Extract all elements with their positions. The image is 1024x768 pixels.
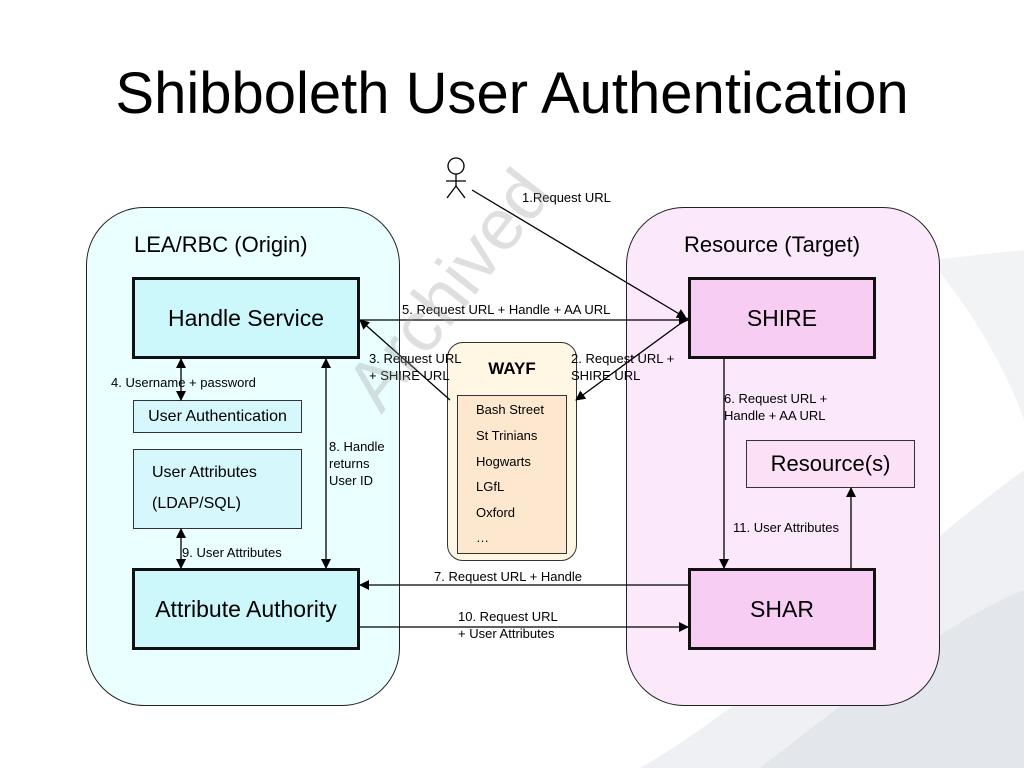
- user-attributes-source-label: (LDAP/SQL): [152, 495, 241, 512]
- shire-label: SHIRE: [746, 304, 818, 331]
- step-7-label: 7. Request URL + Handle: [434, 569, 583, 584]
- wayf-list: Bash Street St Trinians Hogwarts LGfL Ox…: [457, 395, 567, 554]
- wayf-item: …: [476, 530, 489, 545]
- resources-label: Resource(s): [770, 451, 891, 476]
- attribute-authority-label: Attribute Authority: [155, 595, 337, 622]
- step-4-label: 4. Username + password: [111, 375, 256, 390]
- user-authentication-label: User Authentication: [148, 407, 287, 425]
- attribute-authority-box: Attribute Authority: [132, 568, 360, 650]
- origin-label: LEA/RBC (Origin): [134, 232, 308, 257]
- resources-box: Resource(s): [746, 440, 915, 488]
- page-title: Shibboleth User Authentication: [115, 61, 909, 126]
- step-3-label: 3. Request URL+ SHIRE URL: [369, 351, 462, 383]
- shar-label: SHAR: [750, 595, 814, 622]
- wayf-item: Hogwarts: [476, 454, 531, 469]
- step-2-label: 2. Request URL +SHIRE URL: [571, 351, 675, 383]
- wayf-title: WAYF: [488, 359, 536, 378]
- handle-service-box: Handle Service: [132, 277, 360, 359]
- step-11-label: 11. User Attributes: [733, 520, 839, 535]
- user-authentication-box: User Authentication: [133, 400, 302, 433]
- wayf-item: LGfL: [476, 479, 505, 494]
- wayf-item: Oxford: [476, 505, 516, 520]
- wayf-item: Bash Street: [476, 402, 544, 417]
- handle-service-label: Handle Service: [168, 304, 324, 331]
- shire-box: SHIRE: [688, 277, 876, 359]
- step-1-label: 1.Request URL: [522, 190, 611, 205]
- shar-box: SHAR: [688, 568, 876, 650]
- wayf-item: St Trinians: [476, 428, 538, 443]
- step-6-label: 6. Request URL +Handle + AA URL: [724, 391, 828, 423]
- user-attributes-box: User Attributes (LDAP/SQL): [133, 449, 302, 529]
- user-attributes-label: User Attributes: [152, 464, 257, 481]
- wayf-panel: WAYF Bash Street St Trinians Hogwarts LG…: [447, 342, 577, 561]
- step-10-label: 10. Request URL+ User Attributes: [458, 609, 558, 641]
- step-5-label: 5. Request URL + Handle + AA URL: [402, 302, 611, 317]
- step-9-label: 9. User Attributes: [182, 545, 282, 560]
- target-label: Resource (Target): [684, 232, 861, 257]
